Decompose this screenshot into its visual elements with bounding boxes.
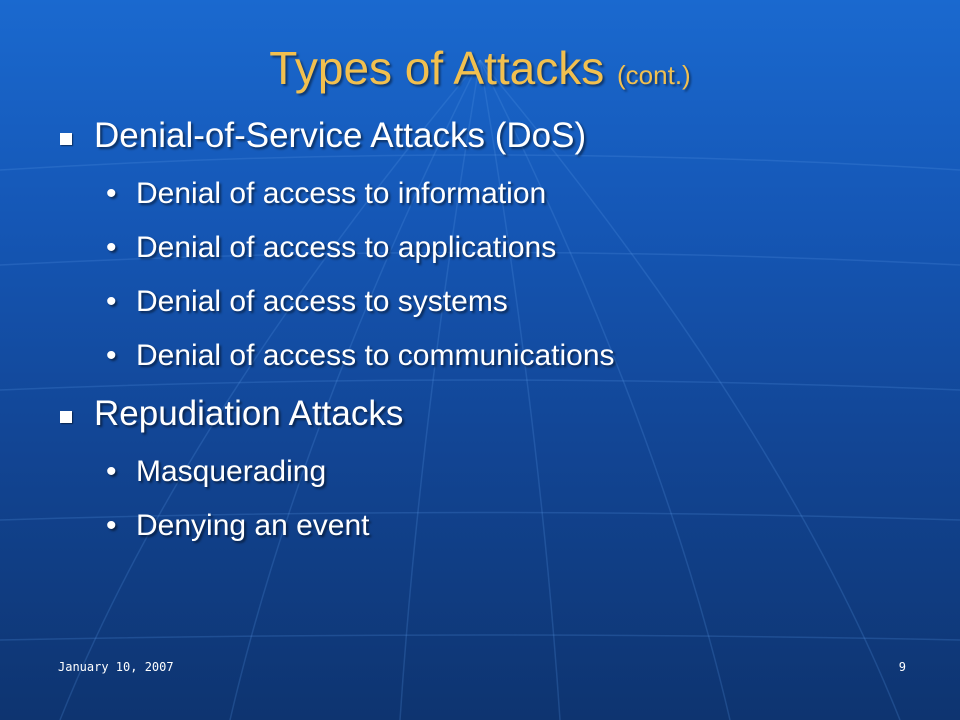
sub-bullet-text: Denying an event <box>136 509 370 542</box>
footer-date: January 10, 2007 <box>58 660 174 674</box>
sub-bullet: • Denial of access to applications <box>106 229 556 267</box>
sub-bullet: • Masquerading <box>106 453 326 491</box>
bullet-text: Repudiation Attacks <box>94 394 404 433</box>
sub-bullet: • Denying an event <box>106 507 370 545</box>
slide-title: Types of Attacks (cont.) <box>0 40 960 103</box>
bullet-text: Denial-of-Service Attacks (DoS) <box>94 116 587 155</box>
slide-title-sub: (cont.) <box>617 60 691 90</box>
bullet-dot-icon: • <box>106 455 117 488</box>
sub-bullet-text: Denial of access to systems <box>136 285 508 318</box>
bullet-dot-icon: • <box>106 177 117 210</box>
slide-title-main: Types of Attacks <box>269 42 605 94</box>
bullet-dot-icon: • <box>106 231 117 264</box>
bullet-dot-icon: • <box>106 285 117 318</box>
sub-bullet-text: Denial of access to communications <box>136 339 615 372</box>
bullet-dot-icon: • <box>106 509 117 542</box>
sub-bullet: • Denial of access to communications <box>106 337 615 375</box>
sub-bullet: • Denial of access to systems <box>106 283 508 321</box>
square-bullet-icon <box>60 411 72 423</box>
square-bullet-icon <box>60 133 72 145</box>
sub-bullet: • Denial of access to information <box>106 175 546 213</box>
sub-bullet-text: Denial of access to applications <box>136 231 557 264</box>
sub-bullet-text: Denial of access to information <box>136 177 547 210</box>
slide-number: 9 <box>898 660 906 674</box>
sub-bullet-text: Masquerading <box>136 455 327 488</box>
bullet-dot-icon: • <box>106 339 117 372</box>
